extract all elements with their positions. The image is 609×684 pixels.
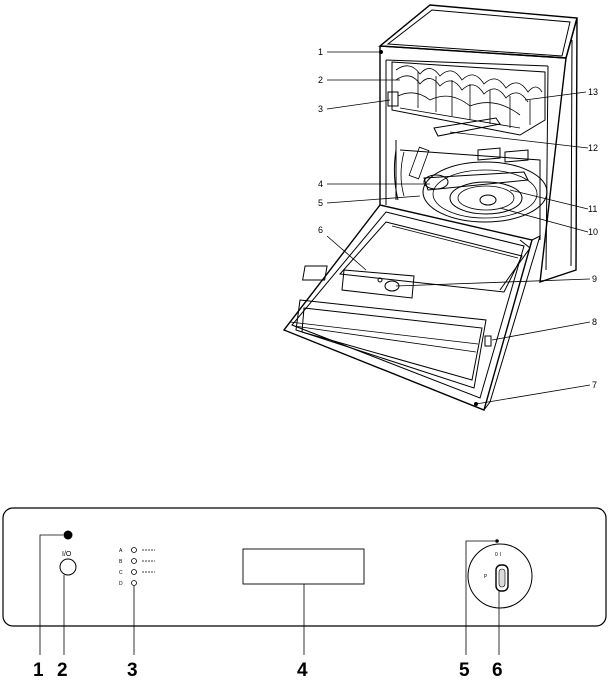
callout-9: 9 (592, 274, 597, 284)
panel-callout-2: 2 (57, 660, 68, 679)
panel-callouts: 1 2 3 4 5 6 (33, 660, 503, 679)
panel-callout-6: 6 (492, 660, 503, 679)
callout-5: 5 (318, 198, 323, 208)
panel-callout-1: 1 (33, 660, 44, 679)
callout-10: 10 (588, 227, 598, 237)
selector-mark-0: 0 (495, 552, 498, 558)
callout-8: 8 (592, 317, 597, 327)
callout-7: 7 (592, 380, 597, 390)
programme-selector[interactable]: 0 I P (466, 539, 532, 655)
panel-callout-5: 5 (459, 660, 470, 679)
callout-6: 6 (318, 225, 323, 235)
programme-symbol-d: D (119, 581, 123, 587)
upper-basket (388, 62, 545, 135)
panel-callout-3: 3 (127, 660, 138, 679)
callout-13: 13 (588, 87, 598, 97)
selector-mark-1: I (500, 552, 501, 558)
selector-marker (495, 539, 499, 543)
callout-4: 4 (318, 179, 323, 189)
callout-12: 12 (588, 143, 598, 153)
on-off-symbol: I/O (62, 551, 72, 558)
open-door (284, 205, 540, 410)
callout-2: 2 (318, 75, 323, 85)
callout-1: 1 (318, 47, 323, 57)
callout-3: 3 (318, 104, 323, 114)
programme-symbol-c: C (119, 570, 123, 576)
callout-11: 11 (588, 204, 597, 214)
panel-callout-4: 4 (297, 660, 308, 679)
